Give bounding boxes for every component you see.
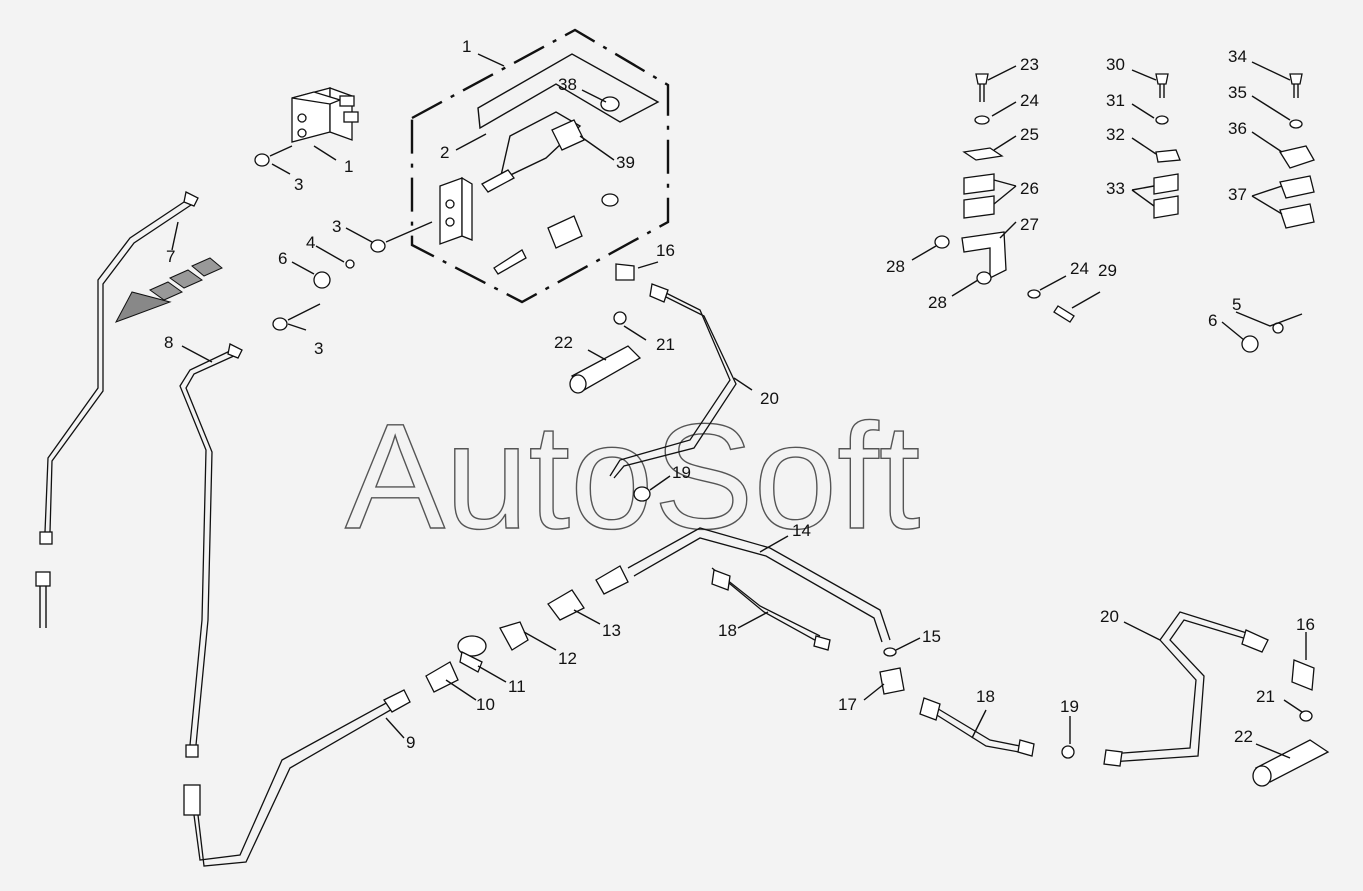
- callout-30: 30: [1106, 55, 1125, 74]
- callout-14: 14: [792, 521, 811, 540]
- hose-20-upper: [609, 263, 737, 479]
- callout-22-right: 22: [1234, 727, 1253, 746]
- callout-18-lower: 18: [976, 687, 995, 706]
- callout-20-right: 20: [1100, 607, 1119, 626]
- brake-pipe-7: [35, 191, 199, 628]
- callout-31: 31: [1106, 91, 1125, 110]
- connector-group-10-13: [425, 565, 629, 693]
- callout-37: 37: [1228, 185, 1247, 204]
- callout-1-kit: 1: [462, 37, 471, 56]
- callout-25: 25: [1020, 125, 1039, 144]
- callout-22-upper: 22: [554, 333, 573, 352]
- callout-39: 39: [616, 153, 635, 172]
- clamp-assembly-23-29: [934, 73, 1075, 323]
- callout-3-mid: 3: [332, 217, 341, 236]
- clamp-assembly-34-37: [1278, 73, 1315, 229]
- callout-24-upper: 24: [1020, 91, 1039, 110]
- cylinder-22-right: [1252, 659, 1330, 787]
- callout-15: 15: [922, 627, 941, 646]
- callout-19-upper: 19: [672, 463, 691, 482]
- callout-28-left: 28: [886, 257, 905, 276]
- callout-23: 23: [1020, 55, 1039, 74]
- callout-19-lower: 19: [1060, 697, 1079, 716]
- callout-17: 17: [838, 695, 857, 714]
- clamp-assembly-30-33: [1153, 73, 1181, 219]
- callout-21-upper: 21: [656, 335, 675, 354]
- callout-1-valve: 1: [344, 157, 353, 176]
- callout-6-left: 6: [278, 249, 287, 268]
- hose-9: [193, 689, 411, 867]
- callout-12: 12: [558, 649, 577, 668]
- callout-35: 35: [1228, 83, 1247, 102]
- callout-2: 2: [440, 143, 449, 162]
- brake-pipe-8: [179, 343, 243, 816]
- callout-27: 27: [1020, 215, 1039, 234]
- callout-16-upper: 16: [656, 241, 675, 260]
- hose-14: [627, 527, 891, 643]
- callout-10: 10: [476, 695, 495, 714]
- callout-9: 9: [406, 733, 415, 752]
- callout-7: 7: [166, 247, 175, 266]
- hose-20-right: [1103, 611, 1269, 767]
- callout-11: 11: [508, 677, 526, 696]
- callout-21-right: 21: [1256, 687, 1275, 706]
- callout-6-right: 6: [1208, 311, 1217, 330]
- control-valve: [291, 87, 359, 143]
- callout-3-lower: 3: [314, 339, 323, 358]
- pipe-18-upper: [711, 567, 831, 651]
- kit-valve-block: [439, 96, 620, 275]
- callout-labels: 1 1 2 3 3 3 4 5 6 6 7 8 9 10 11 12 13 14…: [164, 37, 1315, 752]
- callout-16-right: 16: [1296, 615, 1315, 634]
- callout-38: 38: [558, 75, 577, 94]
- callout-33: 33: [1106, 179, 1125, 198]
- callout-13: 13: [602, 621, 621, 640]
- callout-28-lower: 28: [928, 293, 947, 312]
- callout-5: 5: [1232, 295, 1241, 314]
- callout-29: 29: [1098, 261, 1117, 280]
- watermark-text: AutoSoft: [345, 392, 920, 560]
- tee-fitting-17: [879, 647, 905, 695]
- callout-8: 8: [164, 333, 173, 352]
- callout-32: 32: [1106, 125, 1125, 144]
- callout-4: 4: [306, 233, 315, 252]
- callout-36: 36: [1228, 119, 1247, 138]
- callout-18-upper: 18: [718, 621, 737, 640]
- direction-arrow-icon: [114, 257, 223, 323]
- callout-3-upper: 3: [294, 175, 303, 194]
- pipe-18-lower: [919, 697, 1075, 759]
- callout-20-upper: 20: [760, 389, 779, 408]
- callout-24-lower: 24: [1070, 259, 1089, 278]
- small-fittings: [254, 145, 1284, 353]
- cylinder-22-upper: [569, 345, 651, 502]
- callout-34: 34: [1228, 47, 1247, 66]
- leader-lines: [171, 53, 1307, 759]
- callout-26: 26: [1020, 179, 1039, 198]
